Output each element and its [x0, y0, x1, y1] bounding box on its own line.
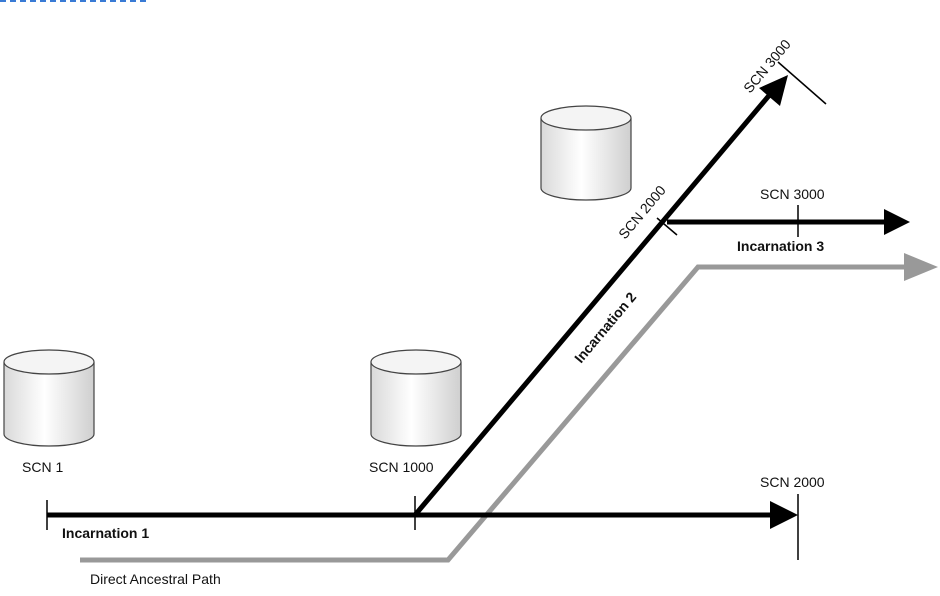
scn2000-inc2-tick [656, 217, 678, 236]
incarnation2-label: Incarnation 2 [571, 289, 639, 366]
database-icon-scn1000 [370, 349, 462, 447]
ancestral-path-line [80, 264, 906, 563]
scn1000-label: SCN 1000 [369, 459, 434, 475]
incarnation2-arrowhead [759, 75, 788, 106]
scn2000-inc1-label: SCN 2000 [760, 474, 825, 490]
top-dashed-rule [0, 0, 146, 2]
database-icon-scn2000 [540, 105, 632, 201]
incarnation2-line [413, 90, 774, 517]
scn3000-inc2-tick [777, 61, 827, 105]
database-icon-scn1 [3, 349, 95, 447]
scn3000-inc3-label: SCN 3000 [760, 186, 825, 202]
scn1-label: SCN 1 [22, 459, 63, 475]
incarnation3-arrowhead [884, 209, 910, 235]
incarnation1-arrowhead [770, 501, 798, 529]
ancestral-path-arrowhead [904, 253, 938, 281]
ancestral-path-label: Direct Ancestral Path [90, 571, 221, 587]
incarnation1-label: Incarnation 1 [62, 525, 149, 541]
incarnation3-label: Incarnation 3 [737, 238, 824, 254]
